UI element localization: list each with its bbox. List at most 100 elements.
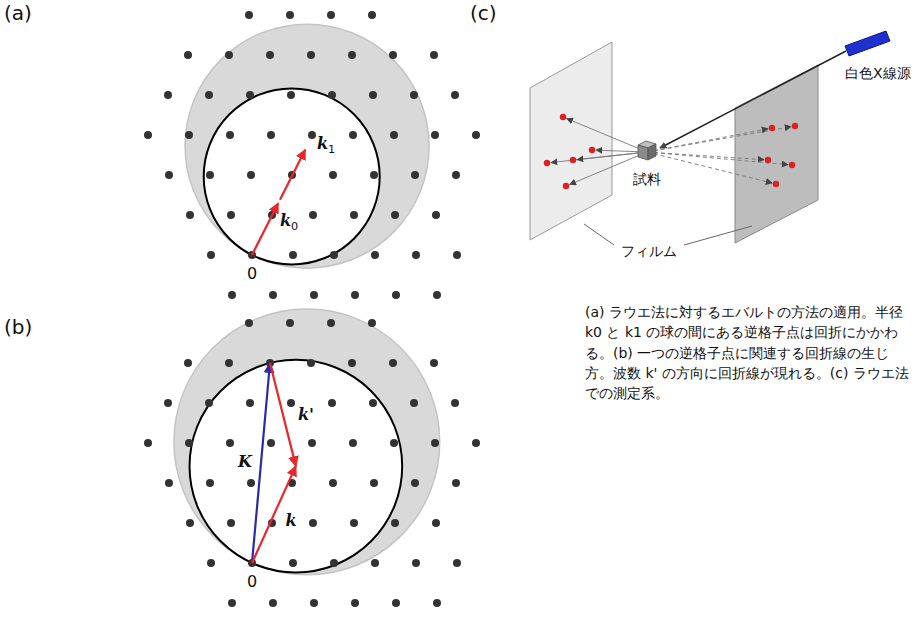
- reciprocal-lattice-point: [286, 319, 294, 327]
- reciprocal-lattice-point: [247, 171, 255, 179]
- reciprocal-lattice-point: [228, 291, 236, 299]
- back-reflected-ray: [647, 152, 788, 165]
- reciprocal-lattice-point: [328, 91, 336, 99]
- reciprocal-lattice-point: [368, 319, 376, 327]
- sample-label: 試料: [633, 172, 661, 187]
- reciprocal-lattice-point: [411, 171, 419, 179]
- reciprocal-lattice-point: [144, 131, 152, 139]
- laue-spot: [589, 147, 595, 153]
- reciprocal-lattice-point: [246, 91, 254, 99]
- reciprocal-lattice-point: [267, 439, 275, 447]
- reciprocal-lattice-point: [451, 399, 459, 407]
- reciprocal-lattice-point: [432, 519, 440, 527]
- reciprocal-lattice-point: [184, 51, 192, 59]
- film-left: [530, 42, 612, 240]
- reciprocal-lattice-point: [369, 91, 377, 99]
- reciprocal-lattice-point: [144, 439, 152, 447]
- reciprocal-lattice-point: [227, 519, 235, 527]
- reciprocal-lattice-point: [307, 359, 315, 367]
- reciprocal-lattice-point: [392, 599, 400, 607]
- origin-label: 0: [247, 573, 257, 591]
- ewald-panel-b: [144, 309, 480, 607]
- laue-spot: [769, 125, 775, 131]
- reciprocal-lattice-point: [349, 131, 357, 139]
- reciprocal-lattice-point: [430, 51, 438, 59]
- diffracted-ray: [567, 119, 647, 152]
- laue-setup: [530, 31, 890, 245]
- sample-left: [638, 145, 648, 160]
- outer-sphere: [174, 309, 440, 575]
- reciprocal-lattice-point: [310, 291, 318, 299]
- reciprocal-lattice-point: [267, 131, 275, 139]
- reciprocal-lattice-point: [329, 171, 337, 179]
- reciprocal-lattice-point: [287, 91, 295, 99]
- reciprocal-lattice-point: [269, 291, 277, 299]
- diffracted-ray: [577, 152, 647, 160]
- reciprocal-lattice-point: [289, 251, 297, 259]
- reciprocal-lattice-point: [207, 251, 215, 259]
- reciprocal-lattice-point: [309, 519, 317, 527]
- reciprocal-lattice-point: [245, 11, 253, 19]
- reciprocal-lattice-point: [289, 559, 297, 567]
- reciprocal-lattice-point: [327, 11, 335, 19]
- reciprocal-lattice-point: [453, 251, 461, 259]
- laue-spot: [570, 157, 576, 163]
- reciprocal-lattice-point: [390, 131, 398, 139]
- reciprocal-lattice-point: [433, 291, 441, 299]
- reciprocal-lattice-point: [164, 399, 172, 407]
- reciprocal-lattice-point: [350, 519, 358, 527]
- leader-line: [684, 226, 752, 245]
- wavevector-arrow: [270, 363, 296, 466]
- reciprocal-lattice-point: [410, 91, 418, 99]
- reciprocal-lattice-point: [411, 479, 419, 487]
- diffracted-rays: [544, 114, 798, 189]
- reciprocal-lattice-point: [389, 51, 397, 59]
- reciprocal-lattice-point: [330, 559, 338, 567]
- panel-label: (a): [4, 2, 32, 24]
- reciprocal-lattice-point: [453, 559, 461, 567]
- reciprocal-lattice-point: [412, 251, 420, 259]
- wavevector-arrow: [252, 203, 278, 255]
- reciprocal-lattice-point: [472, 131, 480, 139]
- reciprocal-lattice-point: [205, 399, 213, 407]
- caption: (a) ラウエ法に対するエバルトの方法の適用。半径 k0 と k1 の球の間にあ…: [585, 302, 915, 403]
- reciprocal-lattice-point: [371, 559, 379, 567]
- reciprocal-lattice-point: [205, 91, 213, 99]
- back-reflected-ray: [647, 127, 791, 152]
- laue-spot: [789, 162, 795, 168]
- reciprocal-lattice-point: [350, 211, 358, 219]
- reciprocal-lattice-point: [308, 131, 316, 139]
- wavevector-arrow: [280, 150, 305, 200]
- reciprocal-lattice-point: [351, 291, 359, 299]
- reciprocal-lattice-point: [369, 399, 377, 407]
- reciprocal-lattice-point: [266, 51, 274, 59]
- reciprocal-lattice-point: [245, 319, 253, 327]
- laue-spot: [773, 181, 779, 187]
- laue-spot: [560, 114, 566, 120]
- laue-spot: [765, 157, 771, 163]
- panel-label: (c): [470, 2, 497, 24]
- laue-spot: [544, 160, 550, 166]
- back-reflected-ray: [647, 129, 768, 152]
- reciprocal-lattice-point: [431, 131, 439, 139]
- reciprocal-lattice-point: [431, 439, 439, 447]
- leader-line: [584, 224, 614, 245]
- reciprocal-lattice-point: [186, 211, 194, 219]
- reciprocal-lattice-point: [330, 251, 338, 259]
- laue-spot: [792, 123, 798, 129]
- reciprocal-lattice-point: [472, 439, 480, 447]
- reciprocal-lattice-point: [164, 91, 172, 99]
- reciprocal-lattice-point: [226, 439, 234, 447]
- reciprocal-lattice-point: [185, 439, 193, 447]
- source-label: 白色X線源: [845, 66, 911, 81]
- vector-label: k': [298, 406, 314, 424]
- reciprocal-lattice-point: [165, 171, 173, 179]
- reciprocal-lattice-point: [269, 599, 277, 607]
- reciprocal-lattice-point: [207, 559, 215, 567]
- laue-spot: [563, 183, 569, 189]
- reciprocal-lattice-point: [430, 359, 438, 367]
- sample-right: [648, 144, 656, 160]
- reciprocal-lattice-point: [368, 11, 376, 19]
- reciprocal-lattice-point: [225, 359, 233, 367]
- reciprocal-lattice-point: [310, 599, 318, 607]
